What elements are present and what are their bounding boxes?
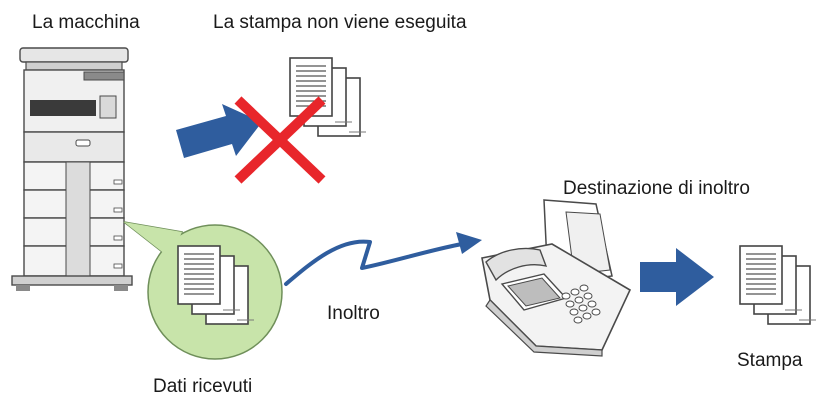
arrow-to-no-print-icon	[176, 104, 262, 158]
no-print-label: La stampa non viene eseguita	[213, 12, 467, 33]
red-cross-icon	[234, 96, 326, 184]
arrow-to-print-icon	[640, 248, 714, 306]
received-data-label: Dati ricevuti	[153, 376, 253, 397]
machine-label: La macchina	[32, 12, 140, 33]
print-label: Stampa	[737, 350, 803, 371]
fax-machine-icon	[481, 199, 632, 357]
printed-documents-icon	[739, 245, 817, 325]
destination-label: Destinazione di inoltro	[563, 178, 750, 199]
forward-label: Inoltro	[327, 303, 380, 324]
received-data-bubble-icon	[123, 221, 283, 360]
machine-icon	[11, 47, 133, 291]
forward-arrow-icon	[284, 232, 482, 286]
